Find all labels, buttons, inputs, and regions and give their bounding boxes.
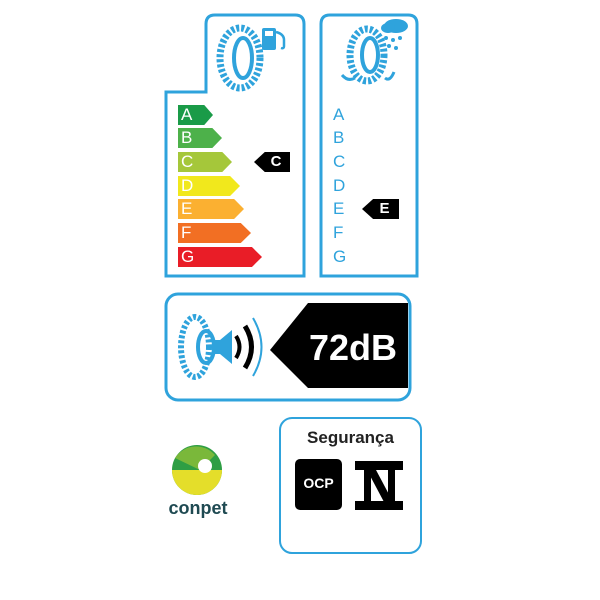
wet-rating-indicator: E (362, 199, 399, 219)
wet-grade-f: F (333, 223, 344, 242)
wet-panel-outline (319, 13, 419, 278)
noise-panel-outline (164, 292, 412, 402)
wet-grade-a: A (333, 105, 345, 124)
fuel-grade-d: D (178, 176, 240, 196)
inmetro-logo-icon (355, 461, 403, 510)
fuel-grade-b: B (178, 128, 222, 148)
ocp-badge (295, 459, 342, 510)
fuel-grade-e: E (178, 199, 244, 219)
conpet-logo-icon (172, 445, 222, 495)
fuel-panel-outline (164, 13, 306, 278)
ocp-label: OCP (303, 475, 334, 491)
wet-grade-d: D (333, 176, 346, 195)
fuel-grade-f: F (178, 223, 251, 243)
speaker-icon (212, 317, 263, 377)
wet-grade-e: E (333, 199, 345, 218)
conpet-logo-text: conpet (168, 498, 228, 518)
fuel-grade-c: C (178, 152, 232, 172)
fuel-pump-icon (262, 28, 286, 50)
fuel-grade-g: G (178, 247, 262, 267)
safety-panel-outline (279, 417, 422, 554)
tire-icon (216, 24, 264, 92)
wet-grade-g: G (333, 247, 347, 266)
wet-grade-b: B (333, 128, 345, 147)
fuel-rating-indicator: C (254, 152, 290, 172)
wet-grade-c: C (333, 152, 346, 171)
rain-cloud-icon (381, 19, 408, 50)
safety-title: Segurança (307, 428, 394, 447)
noise-value: 72dB (308, 327, 398, 368)
noise-indicator-arrow (270, 303, 408, 388)
wet-tire-icon (340, 25, 396, 85)
fuel-grade-a: A (178, 105, 213, 125)
noise-tire-icon (178, 314, 216, 380)
